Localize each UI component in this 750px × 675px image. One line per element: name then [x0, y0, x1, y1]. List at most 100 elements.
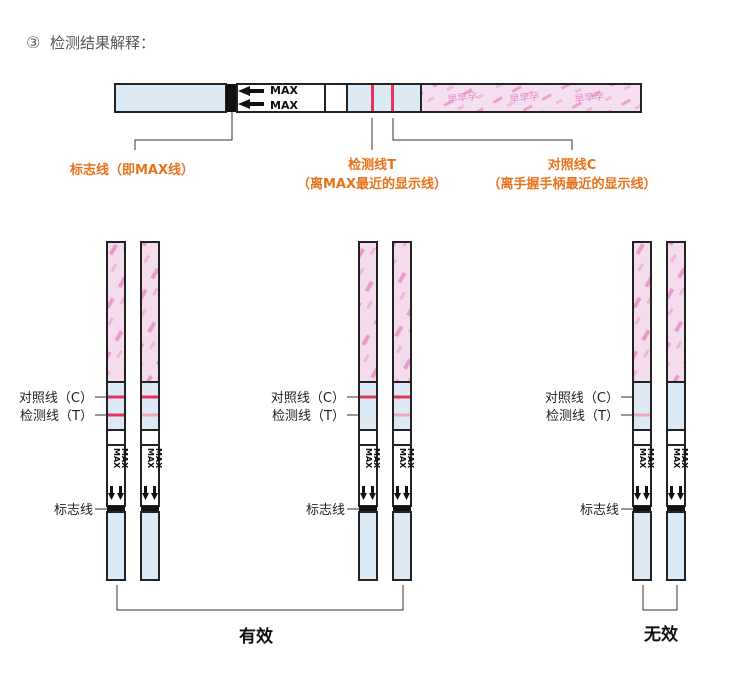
down-arrow-icon	[394, 486, 401, 500]
strip-result-window	[632, 381, 652, 431]
strip-absorbent-pad	[666, 241, 686, 383]
callout-leaders	[134, 112, 573, 150]
strip-marker-bar	[107, 506, 125, 512]
test-line-label: 检测线（T）	[546, 409, 619, 424]
strip-gap	[358, 429, 378, 446]
strip-handle	[632, 511, 652, 581]
strip-absorbent-pad	[358, 241, 378, 383]
top-arrow-left-icon	[238, 86, 264, 96]
top-strip-gap	[324, 83, 348, 113]
strip-result-window	[666, 381, 686, 431]
strip-side-labels: 对照线（C） 检测线（T） 标志线 对照线（C） 检测线（T） 标志线 对照线（C） 检测线（…	[19, 391, 633, 518]
top-test-strip: MAX MAX 早早孕 早早孕 早早孕	[114, 83, 642, 113]
strip-marker-bar	[633, 506, 651, 512]
strip-control-line	[108, 395, 124, 399]
strip-max-label: MAX	[406, 448, 415, 469]
strip-handle	[666, 511, 686, 581]
strip-handle	[392, 511, 412, 581]
down-arrow-icon	[677, 486, 684, 500]
strip-gap	[666, 429, 686, 446]
down-arrow-icon	[403, 486, 410, 500]
strip-result-window	[140, 381, 160, 431]
strip-max-label: MAX	[398, 448, 407, 469]
control-line-label: 对照线（C）	[19, 391, 93, 406]
top-strip-watermark: 早早孕	[447, 90, 478, 106]
down-arrow-icon	[643, 486, 650, 500]
control-callout-title: 对照线C	[548, 157, 597, 173]
top-max-label-2: MAX	[270, 99, 298, 112]
test-callout-sub: （离MAX最近的显示线）	[297, 176, 447, 192]
strip-handle	[140, 511, 160, 581]
top-max-label-1: MAX	[270, 84, 298, 97]
strip-marker-bar	[393, 506, 411, 512]
strip-test-line	[634, 413, 650, 417]
strip-gap	[140, 429, 160, 446]
control-line-label: 对照线（C）	[271, 391, 345, 406]
top-arrow-left-icon-2	[238, 99, 264, 109]
invalid-group-label: 无效	[643, 624, 678, 645]
strip-max-label: MAX	[672, 448, 681, 469]
control-leader	[392, 118, 573, 150]
test-line-label: 检测线（T）	[272, 409, 345, 424]
test-line-label: 检测线（T）	[20, 409, 93, 424]
strip-max-label: MAX	[146, 448, 155, 469]
down-arrow-icon	[360, 486, 367, 500]
invalid-bracket	[642, 585, 678, 611]
strip-max-label: MAX	[372, 448, 381, 469]
top-strip-test-line	[371, 85, 374, 111]
down-arrow-icon	[369, 486, 376, 500]
strip-gap	[392, 429, 412, 446]
strip-absorbent-pad	[632, 241, 652, 383]
control-callout-sub: （离手握手柄最近的显示线）	[487, 176, 656, 192]
down-arrow-icon	[668, 486, 675, 500]
control-line-label: 对照线（C）	[545, 391, 619, 406]
strip-max-label: MAX	[638, 448, 647, 469]
heading-text: 检测结果解释：	[50, 34, 155, 52]
strip-control-line	[360, 395, 376, 399]
top-strip-absorbent-pad	[420, 83, 642, 113]
strip-max-label: MAX	[364, 448, 373, 469]
top-strip-marker-bar	[226, 84, 237, 112]
top-strip-watermark-3: 早早孕	[574, 90, 605, 106]
top-strip-watermark-2: 早早孕	[509, 90, 540, 106]
down-arrow-icon	[142, 486, 149, 500]
strip-marker-bar	[141, 506, 159, 512]
down-arrow-icon	[117, 486, 124, 500]
strip-marker-bar	[667, 506, 685, 512]
strip-test-line	[394, 413, 410, 417]
marker-leader	[134, 112, 233, 150]
strip-result-window	[392, 381, 412, 431]
strip-absorbent-pad	[392, 241, 412, 383]
valid-bracket	[116, 585, 404, 611]
top-strip-handle	[114, 83, 227, 113]
strip-max-label: MAX	[112, 448, 121, 469]
valid-group-label: 有效	[239, 626, 273, 647]
top-strip-window	[346, 83, 422, 113]
test-callout-title: 检测线T	[348, 157, 396, 173]
strip-marker-bar	[359, 506, 377, 512]
strip-max-label: MAX	[680, 448, 689, 469]
marker-line-label: 标志线	[306, 503, 345, 518]
down-arrow-icon	[108, 486, 115, 500]
strip-handle	[106, 511, 126, 581]
strip-handle	[358, 511, 378, 581]
marker-line-label: 标志线	[54, 503, 93, 518]
top-strip-control-line	[391, 85, 394, 111]
heading-number: ③	[26, 33, 40, 52]
down-arrow-icon	[634, 486, 641, 500]
strip-control-line	[394, 395, 410, 399]
top-strip-max-area	[236, 83, 326, 113]
strip-result-window	[106, 381, 126, 431]
marker-line-label: 标志线	[580, 503, 619, 518]
strip-max-label: MAX	[154, 448, 163, 469]
strip-test-line	[108, 413, 124, 417]
strip-absorbent-pad	[140, 241, 160, 383]
